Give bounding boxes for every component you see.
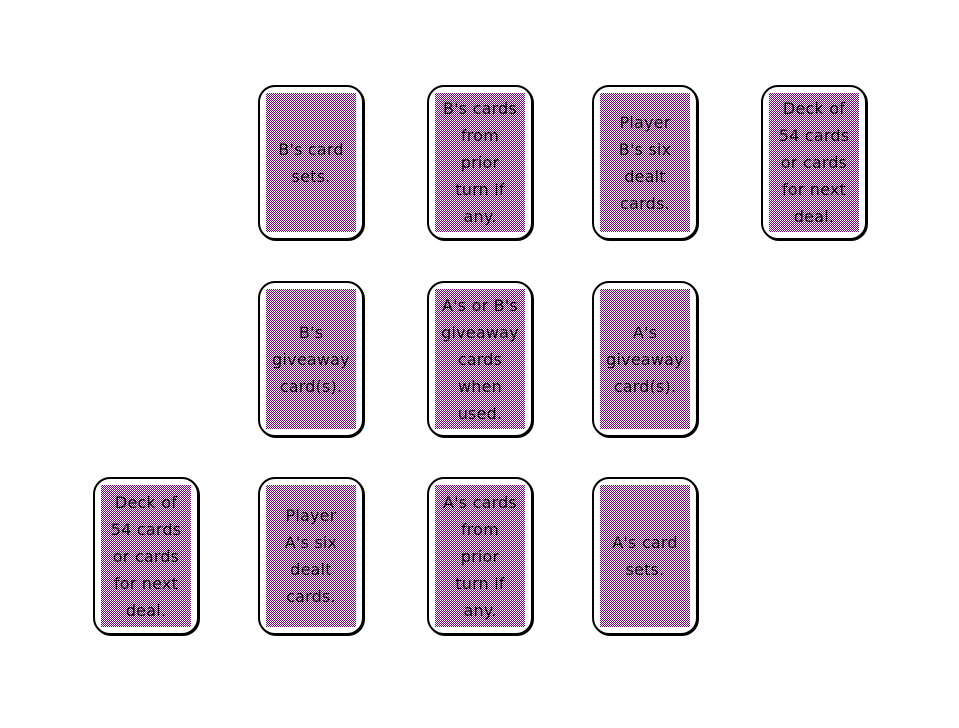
card-pattern-fill: A's or B's giveaway cards when used. xyxy=(435,289,525,429)
card-a-giveaway-cards: A's giveaway card(s). xyxy=(592,281,698,437)
card-label: B's cards from prior turn if any. xyxy=(443,99,517,226)
card-pattern-fill: B's cards from prior turn if any. xyxy=(435,93,525,232)
card-pattern-fill: A's card sets. xyxy=(600,485,690,627)
card-label: Player B's six dealt cards. xyxy=(618,112,672,213)
card-giveaway-cards-used: A's or B's giveaway cards when used. xyxy=(427,281,533,437)
card-label: A's card sets. xyxy=(612,533,678,579)
card-label: B's giveaway card(s). xyxy=(272,322,350,396)
card-label: Player A's six dealt cards. xyxy=(284,506,338,606)
card-pattern-fill: B's card sets. xyxy=(266,93,356,232)
card-b-cards-prior-turn: B's cards from prior turn if any. xyxy=(427,85,533,240)
card-player-a-dealt-cards: Player A's six dealt cards. xyxy=(258,477,364,635)
card-pattern-fill: A's giveaway card(s). xyxy=(600,289,690,429)
card-pattern-fill: Player A's six dealt cards. xyxy=(266,485,356,627)
card-a-card-sets: A's card sets. xyxy=(592,477,698,635)
card-label: Deck of 54 cards or cards for next deal. xyxy=(110,492,182,620)
card-label: Deck of 54 cards or cards for next deal. xyxy=(778,99,850,226)
card-label: A's cards from prior turn if any. xyxy=(443,492,517,620)
card-pattern-fill: Deck of 54 cards or cards for next deal. xyxy=(101,485,191,627)
card-pattern-fill: B's giveaway card(s). xyxy=(266,289,356,429)
card-deck-top: Deck of 54 cards or cards for next deal. xyxy=(761,85,867,240)
card-player-b-dealt-cards: Player B's six dealt cards. xyxy=(592,85,698,240)
card-label: B's card sets. xyxy=(278,139,344,186)
card-deck-bottom: Deck of 54 cards or cards for next deal. xyxy=(93,477,199,635)
card-b-card-sets: B's card sets. xyxy=(258,85,364,240)
card-pattern-fill: Deck of 54 cards or cards for next deal. xyxy=(769,93,859,232)
card-b-giveaway-cards: B's giveaway card(s). xyxy=(258,281,364,437)
card-pattern-fill: Player B's six dealt cards. xyxy=(600,93,690,232)
card-label: A's or B's giveaway cards when used. xyxy=(441,295,519,423)
card-label: A's giveaway card(s). xyxy=(606,322,684,396)
card-pattern-fill: A's cards from prior turn if any. xyxy=(435,485,525,627)
card-a-cards-prior-turn: A's cards from prior turn if any. xyxy=(427,477,533,635)
